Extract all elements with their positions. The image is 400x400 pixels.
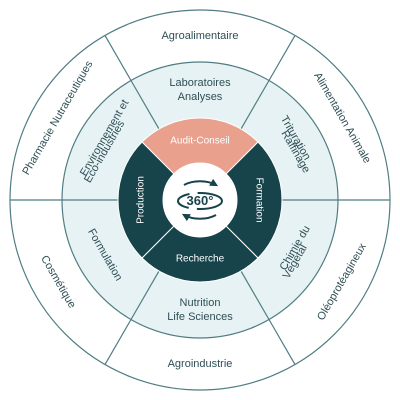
outer-label: Agroalimentaire: [161, 30, 238, 42]
outer-ring-dividers: [10, 35, 390, 365]
middle-ring-dividers: [62, 80, 338, 320]
inner-label: Formation: [253, 177, 264, 222]
outer-ring-divider: [268, 319, 296, 365]
outer-ring-divider: [268, 35, 296, 81]
middle-ring-divider: [240, 270, 270, 320]
inner-segment-audit-conseil: [141, 117, 259, 175]
rotation-arrows-icon: [177, 178, 223, 222]
outer-ring-divider: [104, 319, 132, 365]
middle-ring-divider: [240, 80, 270, 130]
inner-label: Audit-Conseil: [170, 136, 229, 147]
inner-label: Recherche: [176, 254, 225, 265]
inner-segment-production: [117, 141, 175, 259]
outer-label: Agroindustrie: [168, 358, 233, 370]
inner-segment-formation: [225, 141, 283, 259]
middle-ring-divider: [130, 80, 160, 130]
inner-label: Production: [136, 176, 147, 224]
middle-label-line: Life Sciences: [167, 311, 233, 323]
middle-label-line: Nutrition: [180, 297, 221, 309]
center-label: 360°: [187, 193, 214, 208]
middle-label-line: Analyses: [178, 91, 223, 103]
middle-label-line: Laboratoires: [169, 77, 231, 89]
outer-ring-divider: [104, 35, 132, 81]
middle-ring-divider: [130, 270, 160, 320]
inner-ring-segments: [117, 117, 283, 283]
inner-segment-recherche: [141, 225, 259, 283]
center-circle: [163, 163, 237, 237]
